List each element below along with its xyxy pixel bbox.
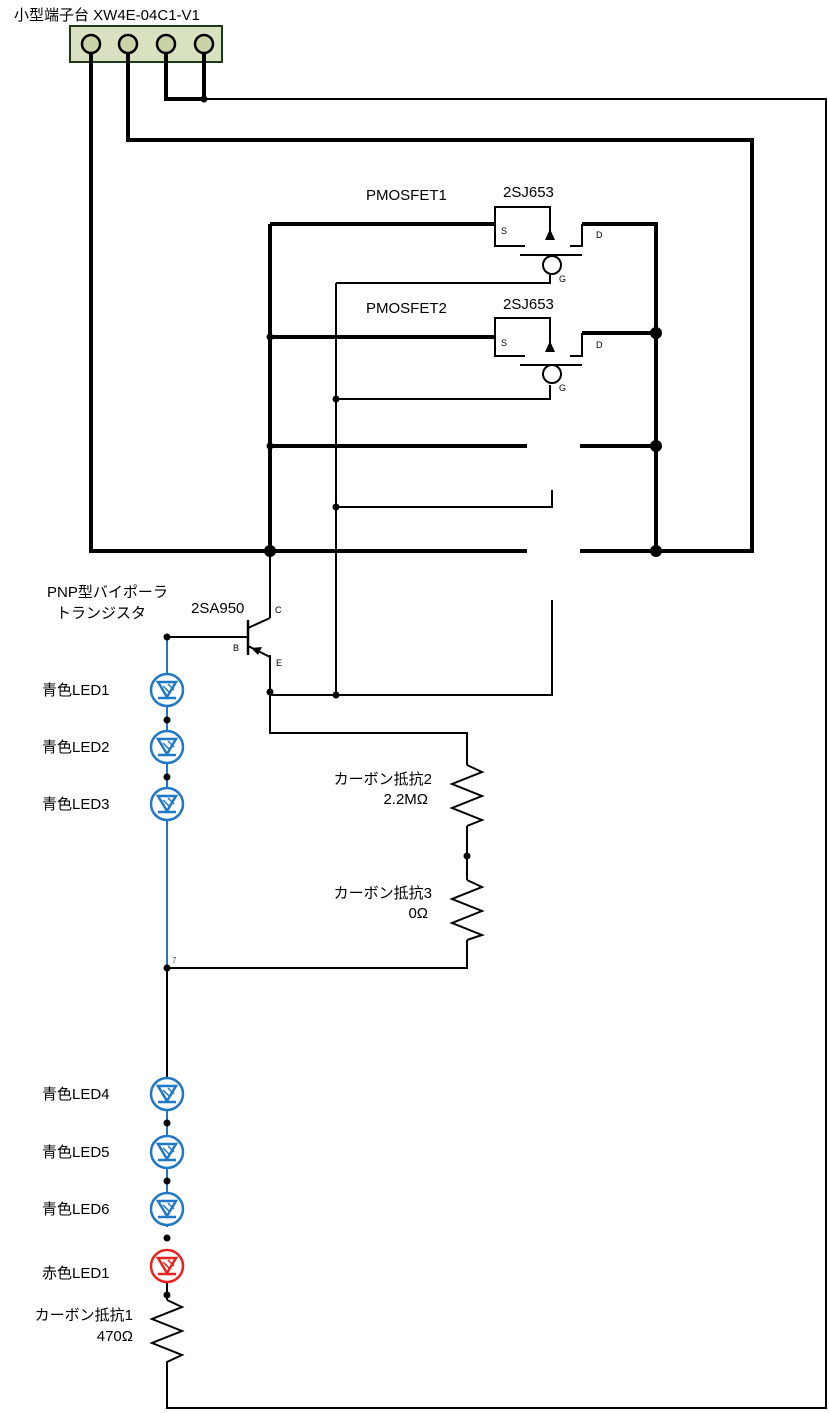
led-5: 青色LED5 bbox=[42, 1134, 185, 1170]
light-arrow bbox=[162, 1204, 171, 1213]
led-4-label: 青色LED4 bbox=[42, 1086, 110, 1103]
resistor-2-name: カーボン抵抗2 bbox=[334, 771, 432, 788]
transistor-label-line2: トランジスタ bbox=[56, 605, 146, 622]
diode-triangle bbox=[155, 1084, 179, 1104]
transistor-pin-e: E bbox=[276, 658, 282, 668]
led-2: 青色LED2 bbox=[42, 729, 185, 765]
light-arrow bbox=[162, 799, 171, 808]
pmosfet-2-pin-g: G bbox=[559, 383, 566, 393]
diode-triangle bbox=[155, 737, 179, 757]
light-arrow bbox=[167, 1259, 175, 1267]
pmosfet-1-pin-g: G bbox=[559, 274, 566, 284]
terminal-pin-2 bbox=[117, 33, 139, 55]
light-arrow bbox=[167, 1202, 175, 1210]
resistor-3-name: カーボン抵抗3 bbox=[334, 885, 432, 902]
light-arrow bbox=[167, 1087, 175, 1095]
pmosfet-1-label: PMOSFET1 bbox=[366, 187, 447, 204]
light-arrow bbox=[162, 1147, 171, 1156]
pmosfet-2-pin-d: D bbox=[596, 340, 603, 350]
led-2-label: 青色LED2 bbox=[42, 739, 110, 756]
thin-wires bbox=[166, 98, 827, 1409]
transistor-label-line1: PNP型バイポーラ bbox=[47, 584, 168, 601]
resistor-1: カーボン抵抗1 470Ω bbox=[35, 1299, 185, 1385]
light-arrow bbox=[162, 1261, 171, 1270]
light-arrow bbox=[162, 1089, 171, 1098]
terminal-pin-3 bbox=[155, 33, 177, 55]
pmosfet-2-pin-s: S bbox=[501, 338, 507, 348]
resistor-2: カーボン抵抗2 2.2MΩ bbox=[334, 764, 485, 827]
pmosfet-1: PMOSFET1 2SJ653 S D G bbox=[366, 184, 603, 284]
pmosfet-1-part: 2SJ653 bbox=[503, 184, 554, 201]
resistor-3: カーボン抵抗3 0Ω bbox=[334, 879, 485, 941]
led-6: 青色LED6 bbox=[42, 1191, 185, 1227]
pmosfet-2-label: PMOSFET2 bbox=[366, 300, 447, 317]
light-arrow bbox=[167, 797, 175, 805]
resistor-1-value: 470Ω bbox=[97, 1328, 133, 1345]
terminal-pin-4 bbox=[193, 33, 215, 55]
terminal-pin-1 bbox=[80, 33, 102, 55]
pmosfet-2-part: 2SJ653 bbox=[503, 296, 554, 313]
light-arrow bbox=[167, 683, 175, 691]
led-5-label: 青色LED5 bbox=[42, 1144, 110, 1161]
led-3-label: 青色LED3 bbox=[42, 796, 110, 813]
light-arrow bbox=[167, 1145, 175, 1153]
led-1-label: 青色LED1 bbox=[42, 682, 110, 699]
resistor-2-value: 2.2MΩ bbox=[383, 791, 428, 808]
led-4: 青色LED4 bbox=[42, 1076, 185, 1112]
led-red-1: 赤色LED1 bbox=[42, 1248, 185, 1284]
terminal-block: 小型端子台 XW4E-04C1-V1 bbox=[14, 7, 223, 63]
diode-triangle bbox=[155, 1199, 179, 1219]
node-label: 7 bbox=[172, 956, 177, 965]
transistor-pin-b: B bbox=[233, 643, 239, 653]
pmosfet-1-pin-s: S bbox=[501, 226, 507, 236]
led-6-label: 青色LED6 bbox=[42, 1201, 110, 1218]
resistor-3-value: 0Ω bbox=[408, 905, 428, 922]
junctions bbox=[163, 95, 662, 1299]
transistor-pin-c: C bbox=[275, 605, 282, 615]
light-arrow bbox=[162, 742, 171, 751]
light-arrow bbox=[167, 740, 175, 748]
transistor-part: 2SA950 bbox=[191, 600, 244, 617]
diode-triangle bbox=[155, 1256, 179, 1276]
light-arrow bbox=[162, 685, 171, 694]
led-1: 青色LED1 bbox=[42, 672, 185, 708]
led-3: 青色LED3 bbox=[42, 786, 185, 822]
diode-triangle bbox=[155, 794, 179, 814]
resistor-1-name: カーボン抵抗1 bbox=[35, 1307, 133, 1324]
pmosfet-2: PMOSFET2 2SJ653 S D G bbox=[366, 296, 603, 393]
terminal-block-label: 小型端子台 XW4E-04C1-V1 bbox=[14, 7, 200, 24]
pnp-transistor: PNP型バイポーラ トランジスタ 2SA950 C B E bbox=[47, 584, 282, 668]
pmosfet-1-pin-d: D bbox=[596, 230, 603, 240]
diode-triangle bbox=[155, 680, 179, 700]
diode-triangle bbox=[155, 1142, 179, 1162]
led-red-1-label: 赤色LED1 bbox=[42, 1265, 110, 1282]
